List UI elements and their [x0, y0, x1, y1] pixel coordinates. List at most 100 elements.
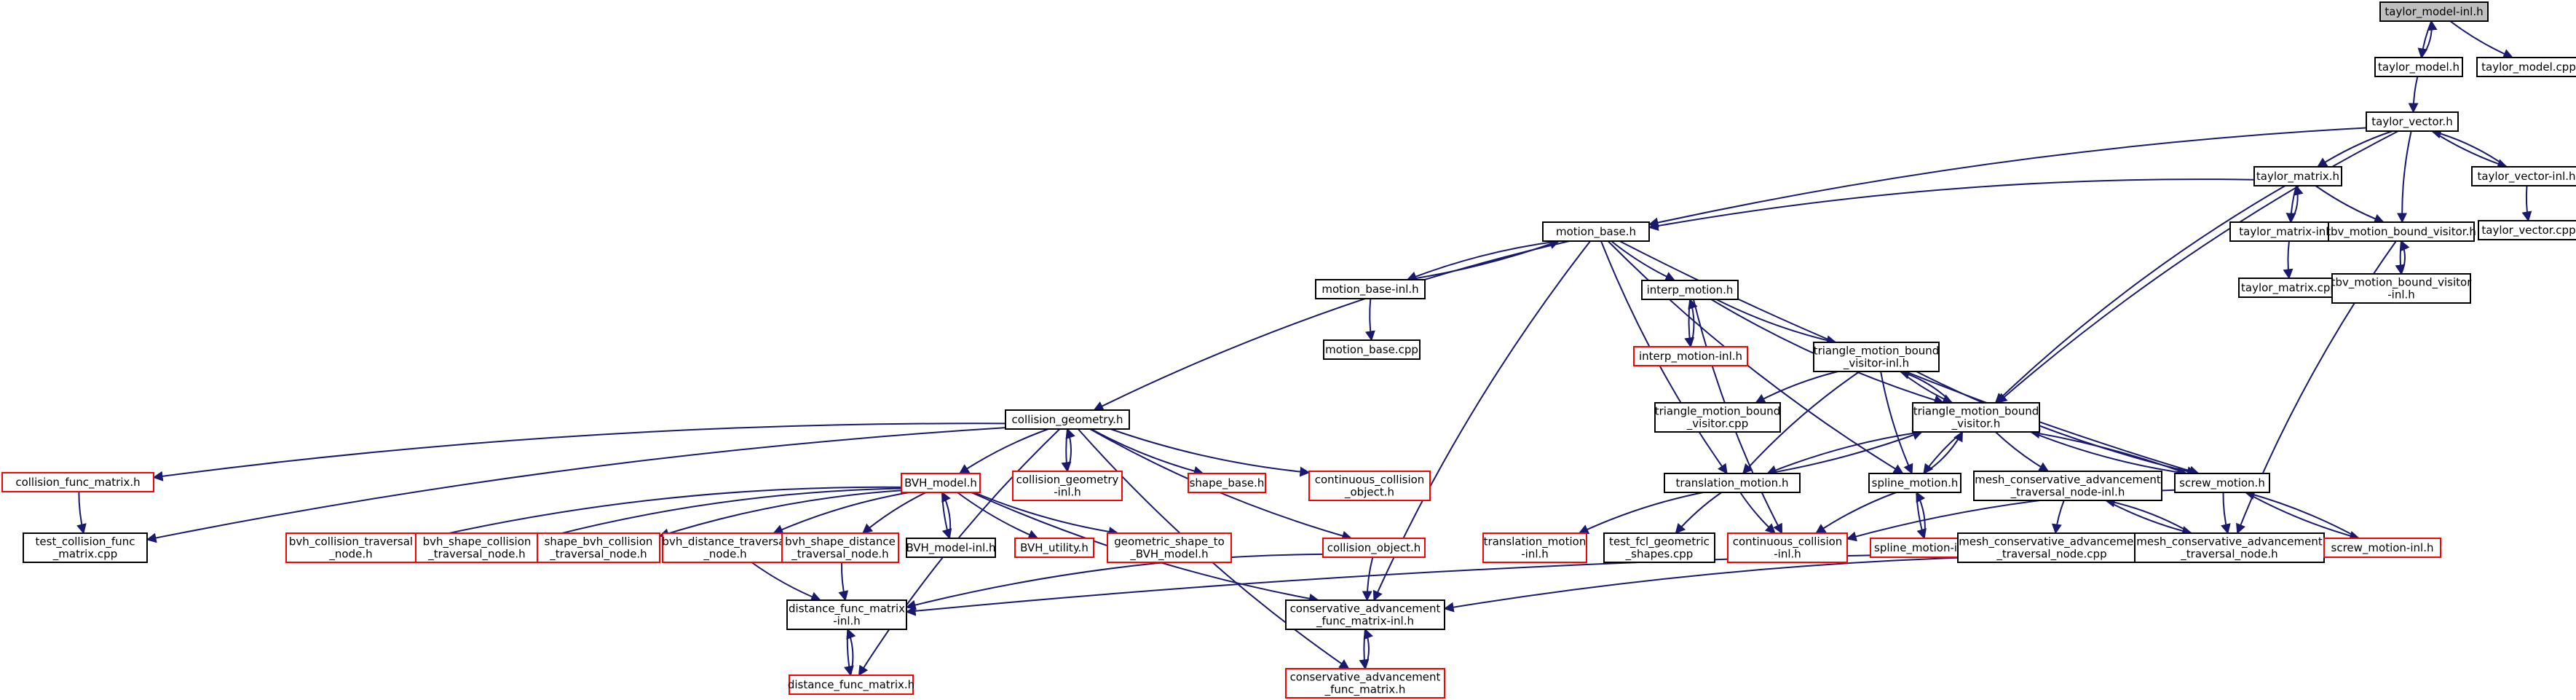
graph-node[interactable]: taylor_matrix-inl.h [2229, 221, 2349, 242]
node-box[interactable] [901, 473, 981, 493]
graph-node[interactable]: test_fcl_geometric_shapes.cpp [1603, 532, 1715, 563]
graph-node[interactable]: triangle_motion_bound_visitor-inl.h [1813, 342, 1940, 372]
graph-node[interactable]: conservative_advancement_func_matrix-inl… [1285, 599, 1445, 630]
graph-node[interactable]: translation_motion.h [1664, 473, 1801, 493]
node-box[interactable] [2328, 221, 2475, 242]
node-box[interactable] [1641, 280, 1739, 300]
node-box[interactable] [781, 532, 899, 563]
graph-node[interactable]: bvh_distance_traversal_node.h [662, 532, 789, 563]
graph-node[interactable]: tbv_motion_bound_visitor.h [2326, 221, 2476, 242]
node-box[interactable] [23, 532, 148, 563]
graph-node[interactable]: interp_motion-inl.h [1633, 346, 1748, 366]
graph-node[interactable]: continuous_collision-inl.h [1727, 532, 1848, 563]
graph-node[interactable]: bvh_collision_traversal_node.h [285, 532, 416, 563]
edge-n18-n27 [2030, 431, 2188, 478]
graph-node[interactable]: BVH_utility.h [1014, 538, 1094, 558]
graph-node[interactable]: continuous_collision_object.h [1308, 471, 1431, 501]
node-box[interactable] [1912, 402, 2040, 433]
graph-node[interactable]: motion_base-inl.h [1315, 279, 1426, 299]
graph-node[interactable]: tbv_motion_bound_visitor-inl.h [2331, 273, 2473, 304]
node-box[interactable] [1482, 532, 1587, 563]
graph-node[interactable]: bvh_shape_distance_traversal_node.h [781, 532, 899, 563]
node-box[interactable] [1664, 473, 1801, 493]
graph-node[interactable]: taylor_model.cpp [2476, 57, 2576, 77]
graph-node[interactable]: distance_func_matrix-inl.h [786, 599, 907, 630]
node-box[interactable] [2238, 278, 2340, 298]
node-box[interactable] [2331, 273, 2471, 304]
graph-node[interactable]: triangle_motion_bound_visitor.cpp [1654, 402, 1781, 433]
graph-node[interactable]: spline_motion.h [1868, 473, 1961, 493]
node-box[interactable] [1957, 532, 2146, 563]
graph-node[interactable]: test_collision_func_matrix.cpp [23, 532, 148, 563]
node-box[interactable] [1188, 473, 1266, 493]
node-box[interactable] [415, 532, 539, 563]
node-box[interactable] [1633, 346, 1748, 366]
graph-node[interactable]: shape_bvh_collision_traversal_node.h [537, 532, 660, 563]
graph-node[interactable]: interp_motion.h [1641, 280, 1739, 300]
node-box[interactable] [2471, 166, 2576, 186]
node-box[interactable] [1603, 532, 1715, 563]
node-box[interactable] [1322, 538, 1426, 558]
graph-node[interactable]: collision_object.h [1322, 538, 1426, 558]
graph-node[interactable]: bvh_shape_collision_traversal_node.h [415, 532, 539, 563]
graph-node[interactable]: mesh_conservative_advancement_traversal_… [1957, 532, 2146, 563]
graph-node[interactable]: distance_func_matrix.h [788, 675, 914, 695]
graph-node[interactable]: taylor_vector.cpp [2478, 220, 2576, 240]
graph-node[interactable]: mesh_conservative_advancement_traversal_… [2134, 532, 2325, 563]
node-box[interactable] [1315, 279, 1426, 299]
graph-node[interactable]: collision_geometry.h [1005, 409, 1130, 430]
graph-node[interactable]: screw_motion-inl.h [2323, 538, 2441, 558]
node-box[interactable] [537, 532, 660, 563]
node-box[interactable] [1107, 532, 1232, 563]
node-label: screw_motion-inl.h [2331, 541, 2434, 555]
graph-node[interactable]: taylor_matrix.h [2253, 166, 2342, 186]
node-box[interactable] [1542, 221, 1650, 242]
node-box[interactable] [2134, 532, 2325, 563]
node-box[interactable] [1868, 473, 1961, 493]
graph-node[interactable]: geometric_shape_to_BVH_model.h [1107, 532, 1232, 563]
graph-node[interactable]: BVH_model-inl.h [906, 538, 996, 558]
graph-node[interactable]: screw_motion.h [2174, 473, 2270, 493]
edge-n33-n46 [751, 562, 821, 602]
node-box[interactable] [1, 472, 154, 492]
graph-node[interactable]: shape_base.h [1188, 473, 1266, 493]
graph-node[interactable]: motion_base.h [1542, 221, 1650, 242]
node-box[interactable] [1285, 599, 1445, 630]
graph-node[interactable]: taylor_model.h [2374, 57, 2463, 77]
graph-node[interactable]: taylor_vector.h [2366, 111, 2459, 132]
graph-node[interactable]: conservative_advancement_func_matrix.h [1285, 668, 1445, 699]
node-box[interactable] [2323, 538, 2441, 558]
graph-node[interactable]: BVH_model.h [901, 473, 981, 493]
node-box[interactable] [906, 538, 996, 558]
graph-node[interactable]: taylor_vector-inl.h [2471, 166, 2576, 186]
node-box[interactable] [789, 675, 914, 695]
graph-node[interactable]: triangle_motion_bound_visitor.h [1912, 402, 2040, 433]
node-box[interactable] [1014, 538, 1094, 558]
node-box[interactable] [1323, 339, 1421, 360]
node-box[interactable] [1813, 342, 1940, 372]
node-box[interactable] [1012, 471, 1123, 501]
node-box[interactable] [2379, 1, 2489, 22]
graph-node[interactable]: collision_geometry-inl.h [1012, 471, 1123, 501]
graph-node[interactable]: mesh_conservative_advancement_traversal_… [1973, 471, 2162, 501]
node-box[interactable] [786, 599, 907, 630]
node-box[interactable] [1285, 668, 1445, 699]
graph-node[interactable]: taylor_matrix.cpp [2238, 278, 2340, 298]
node-label: _matrix.cpp [52, 548, 117, 562]
node-box[interactable] [2478, 220, 2576, 240]
node-box[interactable] [1654, 402, 1781, 433]
node-box[interactable] [2366, 111, 2459, 132]
graph-node[interactable]: taylor_model-inl.h [2379, 1, 2489, 22]
node-box[interactable] [1727, 532, 1848, 563]
node-box[interactable] [2174, 473, 2270, 493]
node-box[interactable] [2476, 57, 2576, 77]
graph-node[interactable]: translation_motion-inl.h [1482, 532, 1587, 563]
node-label: bvh_shape_distance [785, 535, 896, 549]
node-box[interactable] [1973, 471, 2162, 501]
node-box[interactable] [1308, 471, 1431, 501]
graph-node[interactable]: collision_func_matrix.h [1, 472, 154, 492]
node-box[interactable] [2253, 166, 2342, 186]
graph-node[interactable]: motion_base.cpp [1323, 339, 1421, 360]
node-box[interactable] [2374, 57, 2463, 77]
node-box[interactable] [1005, 409, 1130, 430]
